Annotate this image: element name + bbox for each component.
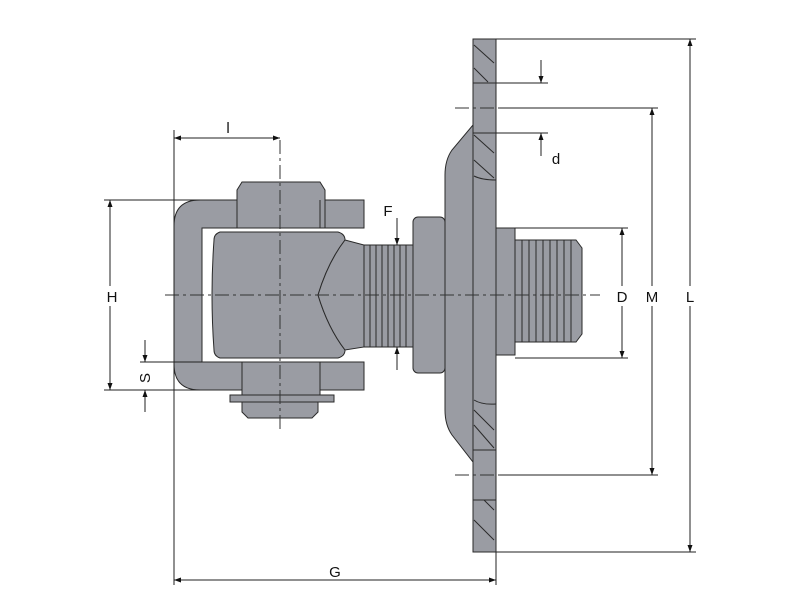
- hinge-pin: [229, 181, 335, 419]
- weld-plate: [444, 38, 497, 553]
- dim-label-h: H: [107, 289, 118, 306]
- dim-label-g: G: [329, 564, 341, 581]
- dim-label-m: M: [646, 289, 659, 306]
- dim-label-s: S: [137, 373, 154, 383]
- dim-label-f: F: [383, 203, 392, 220]
- threaded-shank: [363, 244, 414, 348]
- right-threaded-stud: [495, 227, 583, 356]
- dim-label-d-small: d: [552, 151, 560, 168]
- dim-label-l-total: L: [686, 289, 694, 306]
- center-lines: [165, 107, 600, 476]
- dim-label-l: l: [226, 120, 229, 137]
- dim-label-d: D: [617, 289, 628, 306]
- dimension-lines: [104, 38, 696, 585]
